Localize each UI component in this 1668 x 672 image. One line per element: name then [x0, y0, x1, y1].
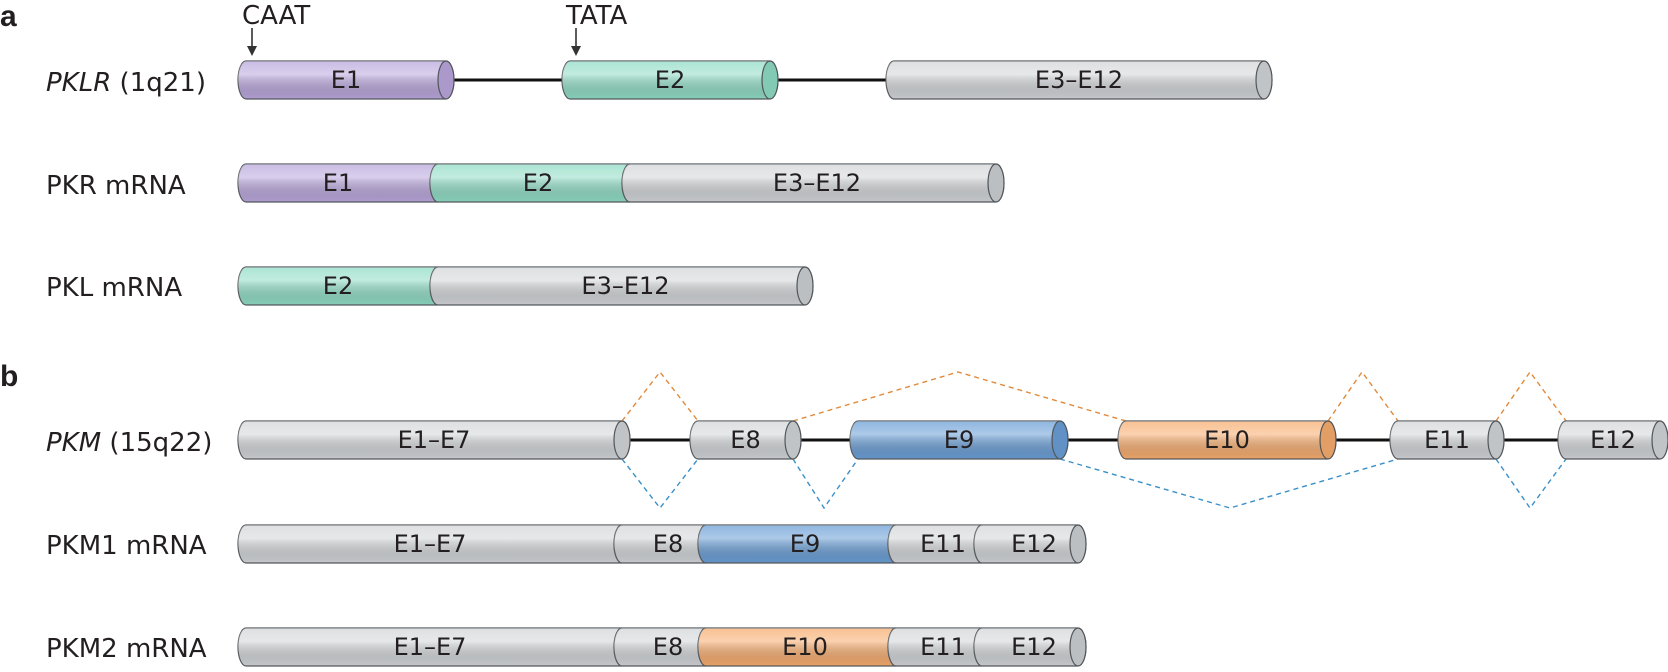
pkr-exon-label: E1	[323, 169, 353, 197]
pkm-exon-label: E8	[730, 426, 760, 454]
introns	[446, 78, 1566, 442]
pklr-exon-label: E1	[331, 66, 361, 94]
pkm-exon-e9: E9	[849, 420, 1069, 460]
pkm-exon-label: E12	[1590, 426, 1636, 454]
panel-b-letter: b	[0, 360, 18, 393]
pkm-exon-label: E1–E7	[398, 426, 471, 454]
pkm2-exon-label: E8	[653, 633, 683, 661]
pkr-exon-label: E3–E12	[773, 169, 861, 197]
pkm-exon-label: E9	[944, 426, 974, 454]
pkl-mrna-exons: E2 E3–E12	[237, 266, 814, 306]
pklr-exon-label: E3–E12	[1035, 66, 1123, 94]
pkm2-exon-e12: E12	[973, 627, 1087, 667]
pkl-exon-e2: E2	[237, 266, 439, 306]
pklr-exon-e3-e12: E3–E12	[885, 60, 1273, 100]
pkm1-exon-e12: E12	[973, 524, 1087, 564]
pkm2-mrna-exons: E1–E7 E8 E10 E11 E12	[237, 627, 1087, 667]
pkm-exon-e1-e7: E1–E7	[237, 420, 631, 460]
pklr-exon-e1: E1	[237, 60, 455, 100]
pkm2-end-cap	[1069, 627, 1087, 667]
pklr-gene-exons: E1 E2 E3–E12	[237, 60, 1273, 100]
pkl-mrna-label: PKL mRNA	[46, 273, 182, 303]
pkm2-exon-e10: E10	[697, 627, 897, 667]
pkr-exon-e2: E2	[429, 163, 631, 203]
pkm2-exon-e11: E11	[887, 627, 983, 667]
pkm1-exon-label: E1–E7	[394, 530, 467, 558]
tata-label: TATA	[565, 1, 627, 31]
panel-a-letter: a	[0, 0, 17, 33]
pkm1-splice-e9-e11	[1059, 458, 1399, 509]
pkm2-exon-label: E12	[1011, 633, 1057, 661]
pkr-exon-e1: E1	[237, 163, 439, 203]
pkr-end-cap	[987, 163, 1005, 203]
pkm1-exon-e9: E9	[697, 524, 897, 564]
pkr-exon-label: E2	[523, 169, 553, 197]
pkm2-exon-e1-e7: E1–E7	[237, 627, 623, 667]
pkm2-exon-label: E11	[920, 633, 966, 661]
pkm-exon-e12: E12	[1557, 420, 1668, 460]
pkm-exon-e8: E8	[689, 420, 802, 460]
pklr-gene-label: PKLR (1q21)	[46, 68, 206, 98]
pkm1-splice-e7-e8	[621, 458, 699, 510]
pkm2-splice-e11-e12	[1495, 370, 1567, 422]
pkm1-exon-e8: E8	[613, 524, 707, 564]
pkr-mrna-label: PKR mRNA	[46, 171, 186, 201]
pkm1-exon-e1-e7: E1–E7	[237, 524, 623, 564]
pkm1-exon-label: E8	[653, 530, 683, 558]
pkm1-exon-label: E11	[920, 530, 966, 558]
pkr-exon-e3-e12: E3–E12	[621, 163, 1005, 203]
pkm2-exon-label: E1–E7	[394, 633, 467, 661]
pkm1-splice-e11-e12	[1495, 458, 1567, 510]
pkm-exon-e10: E10	[1117, 420, 1337, 460]
pkm1-exon-label: E9	[790, 530, 820, 558]
pkm-exon-label: E10	[1204, 426, 1250, 454]
pklr-exon-label: E2	[655, 66, 685, 94]
pkm2-splice-e10-e11	[1327, 370, 1399, 422]
pkm-gene-label: PKM (15q22)	[46, 428, 212, 458]
pkm1-mrna-exons: E1–E7 E8 E9 E11 E12	[237, 524, 1087, 564]
pkl-exon-label: E3–E12	[581, 272, 669, 300]
pklr-exon-e2: E2	[561, 60, 779, 100]
pkm1-exon-label: E12	[1011, 530, 1057, 558]
pkm2-splice-e8-e10	[792, 371, 1127, 422]
caat-arrow-icon	[247, 28, 257, 56]
pkm2-splice-lines	[621, 370, 1567, 422]
pkl-end-cap	[796, 266, 814, 306]
caat-label: CAAT	[242, 1, 310, 31]
pkm1-mrna-label: PKM1 mRNA	[46, 531, 207, 561]
pkl-exon-e3-e12: E3–E12	[429, 266, 814, 306]
pkm1-exon-e11: E11	[887, 524, 983, 564]
pkm-exon-label: E11	[1424, 426, 1470, 454]
pkl-exon-label: E2	[323, 272, 353, 300]
pkm2-exon-label: E10	[782, 633, 828, 661]
pkm1-splice-e8-e9	[792, 458, 859, 510]
pkm1-splice-lines	[621, 458, 1567, 510]
pkm2-mrna-label: PKM2 mRNA	[46, 634, 207, 664]
pkm2-splice-e7-e8	[621, 370, 699, 422]
pkm-exon-e11: E11	[1389, 420, 1505, 460]
pkm-gene-exons: E1–E7 E8 E9 E10 E11 E12	[237, 420, 1668, 460]
pkr-mrna-exons: E1 E2 E3–E12	[237, 163, 1005, 203]
pkm2-exon-e8: E8	[613, 627, 707, 667]
tata-arrow-icon	[571, 28, 581, 56]
pkm1-end-cap	[1069, 524, 1087, 564]
